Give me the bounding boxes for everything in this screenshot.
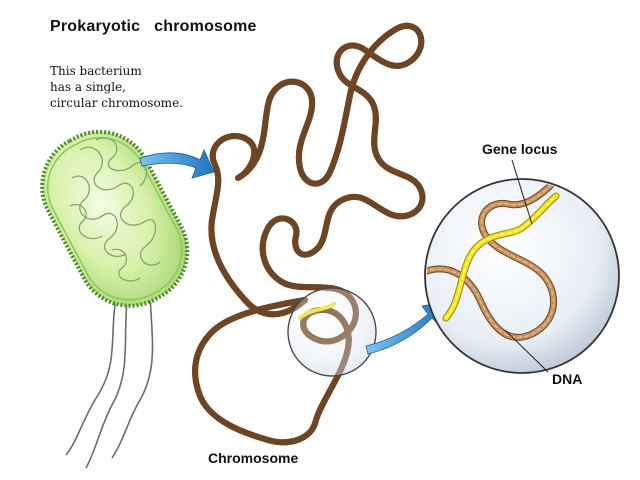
dna-label: DNA [552, 371, 583, 387]
small-magnifier [287, 287, 377, 377]
figure-title: Prokaryotic chromosome [50, 18, 257, 35]
figure-caption: This bacterium has a single, circular ch… [50, 63, 183, 111]
gene-locus-label: Gene locus [482, 141, 558, 157]
chromosome-label: Chromosome [208, 450, 299, 466]
chromosome-loop [195, 26, 422, 442]
caption-line-2: has a single, [50, 80, 126, 94]
caption-line-1: This bacterium [50, 64, 142, 78]
leader-lines [504, 159, 549, 373]
caption-line-3: circular chromosome. [50, 96, 183, 110]
bacterial-chromosome-squiggle [69, 137, 161, 282]
arrow-to-chromosome [139, 148, 215, 179]
flagella [65, 284, 154, 469]
zoomed-view [424, 178, 620, 374]
bacterium [40, 129, 190, 308]
